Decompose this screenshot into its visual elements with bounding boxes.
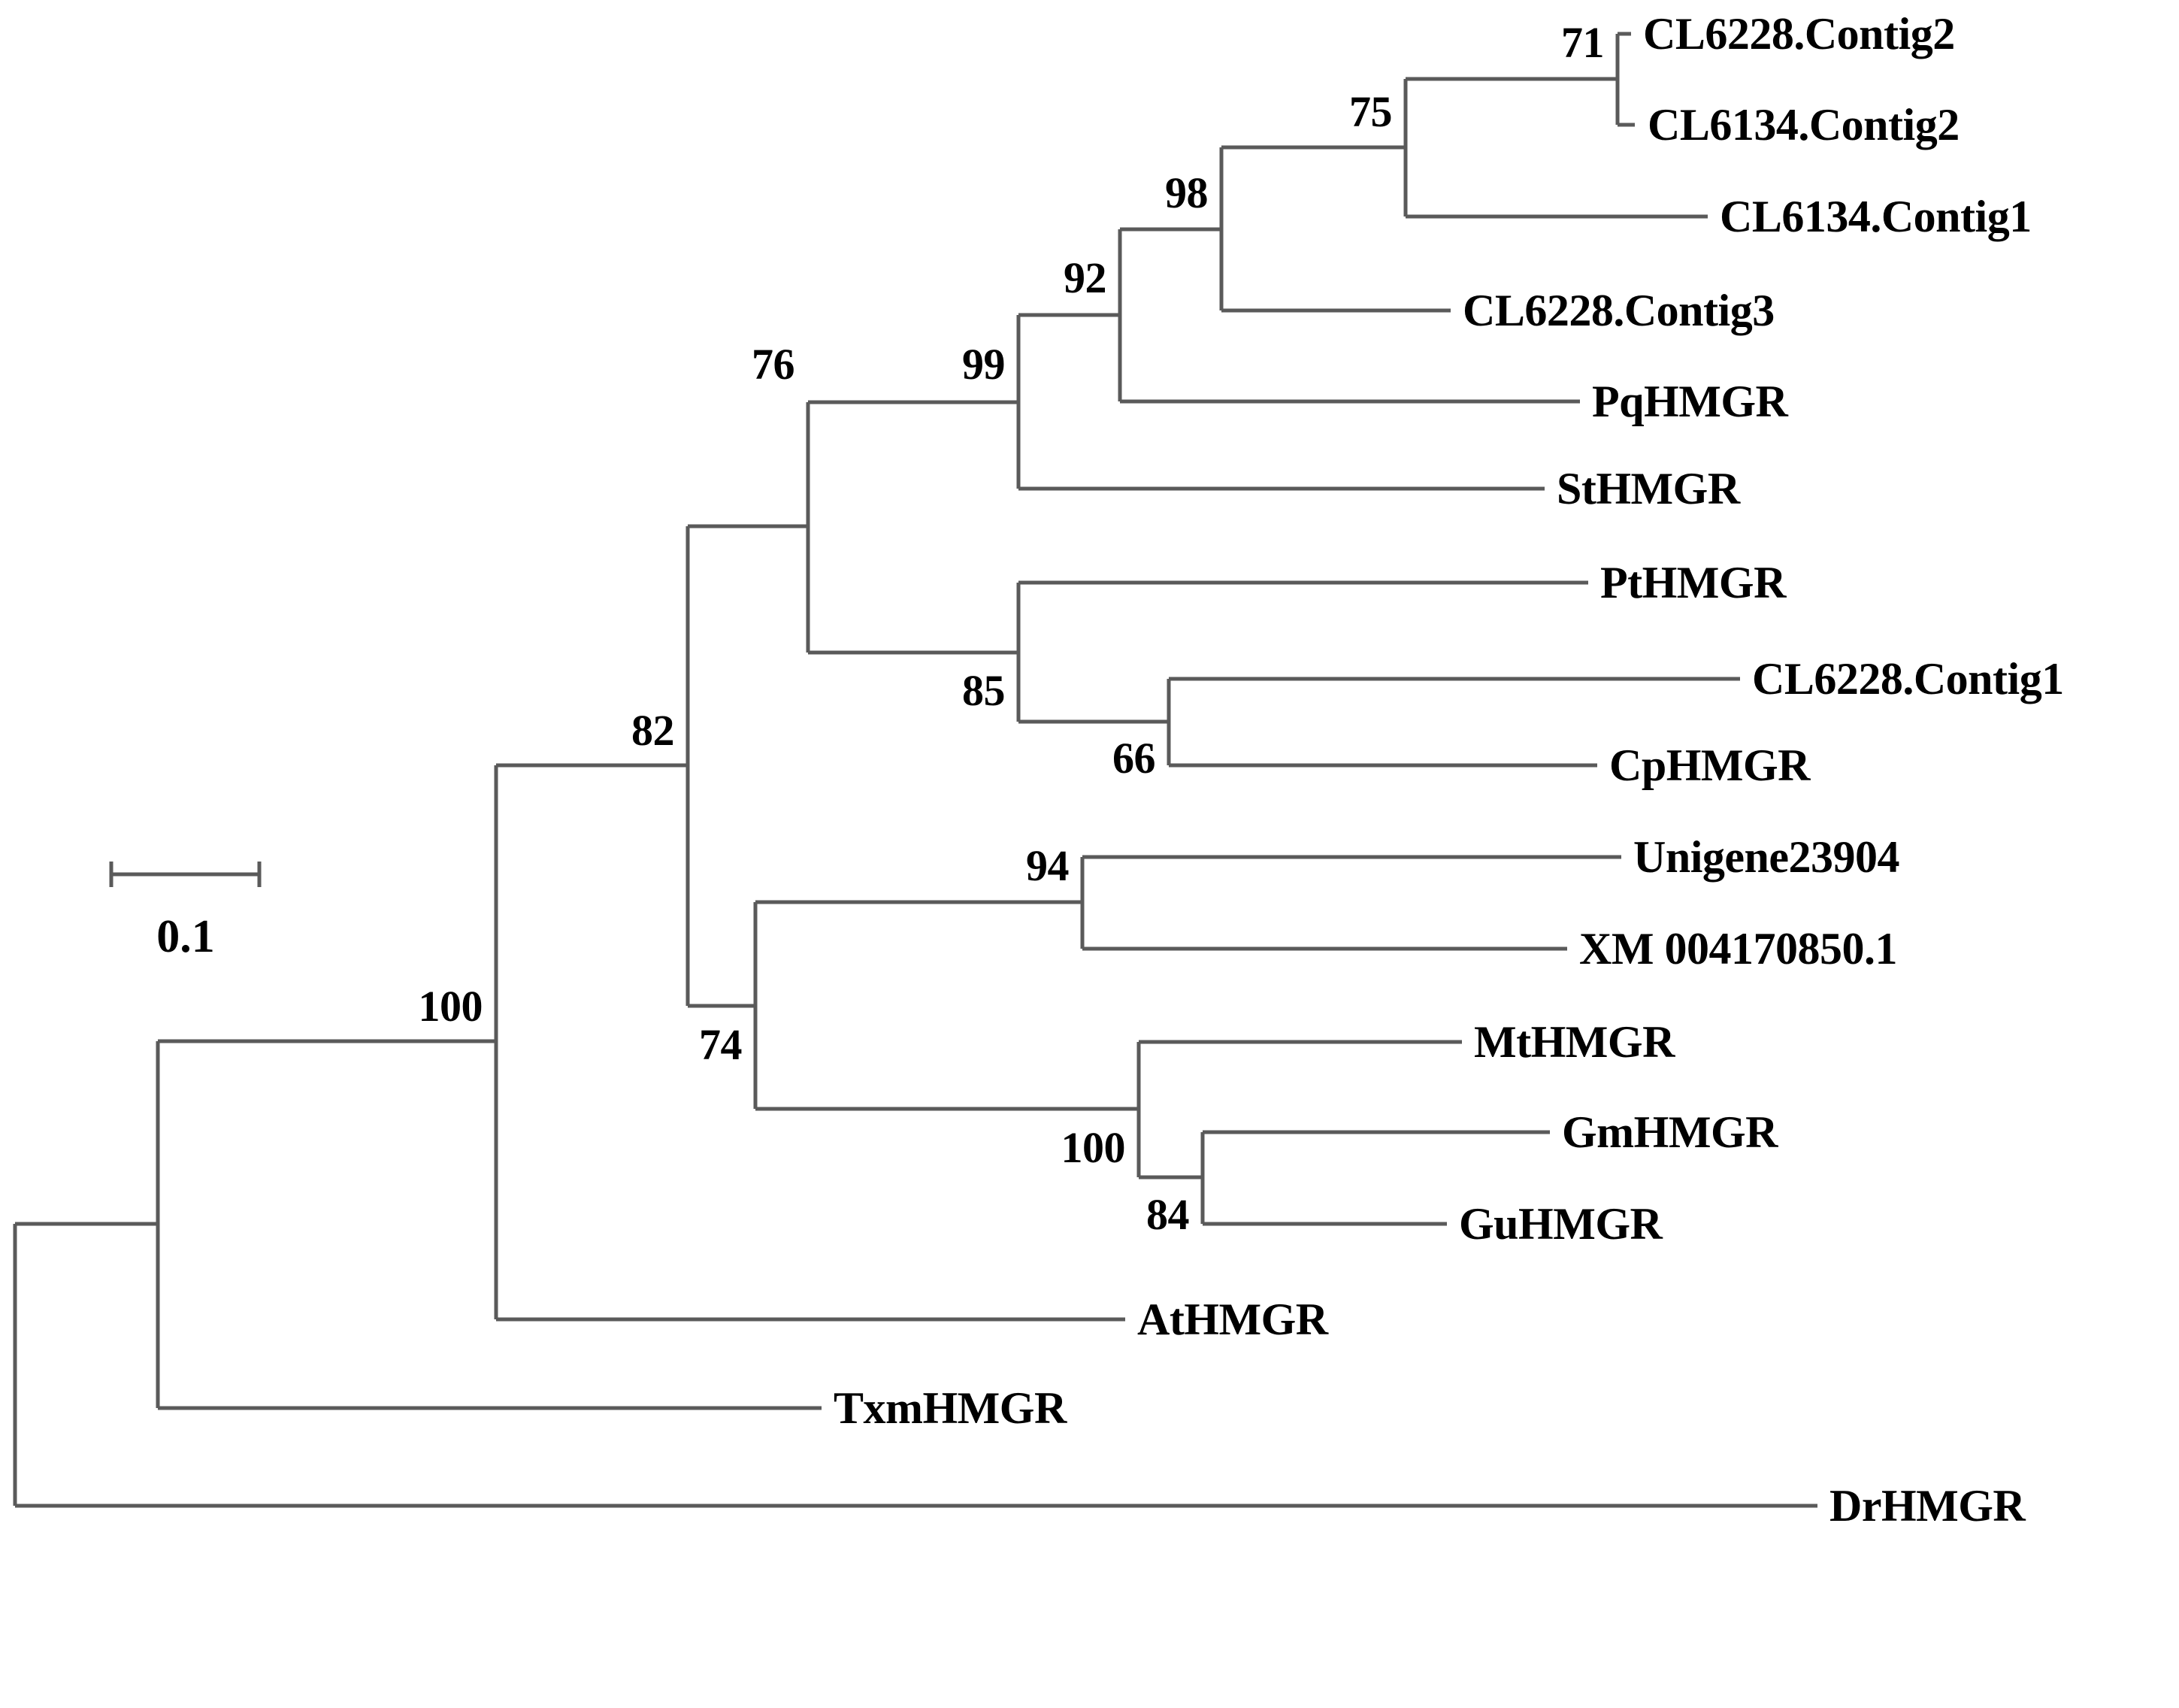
tip-label-GuHMGR: GuHMGR bbox=[1459, 1199, 1663, 1249]
tip-label-CL6134.Contig2: CL6134.Contig2 bbox=[1648, 100, 1960, 150]
tip-label-TxmHMGR: TxmHMGR bbox=[834, 1383, 1067, 1433]
bootstrap-node-92: 92 bbox=[1064, 253, 1107, 302]
bootstrap-node-76: 76 bbox=[752, 340, 795, 389]
tip-label-GmHMGR: GmHMGR bbox=[1562, 1107, 1778, 1157]
tip-label-StHMGR: StHMGR bbox=[1557, 464, 1740, 513]
scale-bar-label: 0.1 bbox=[156, 911, 215, 962]
bootstrap-node-100b: 100 bbox=[1061, 1123, 1126, 1172]
tip-label-PqHMGR: PqHMGR bbox=[1592, 377, 1788, 426]
tip-label-CpHMGR: CpHMGR bbox=[1609, 740, 1811, 790]
tip-label-PtHMGR: PtHMGR bbox=[1600, 558, 1786, 607]
tip-label-Unigene23904: Unigene23904 bbox=[1633, 832, 1900, 882]
bootstrap-node-99: 99 bbox=[962, 340, 1006, 389]
bootstrap-node-100a: 100 bbox=[418, 982, 483, 1031]
bootstrap-node-75: 75 bbox=[1349, 87, 1393, 136]
tip-label-AtHMGR: AtHMGR bbox=[1137, 1295, 1328, 1344]
tip-label-CL6228.Contig2: CL6228.Contig2 bbox=[1643, 9, 1955, 59]
bootstrap-node-82: 82 bbox=[631, 706, 675, 755]
bootstrap-node-66: 66 bbox=[1112, 734, 1156, 783]
bootstrap-node-85: 85 bbox=[962, 666, 1006, 715]
bootstrap-node-84: 84 bbox=[1146, 1190, 1190, 1239]
tip-label-CL6228.Contig3: CL6228.Contig3 bbox=[1463, 286, 1775, 335]
bootstrap-node-98: 98 bbox=[1165, 168, 1209, 217]
tip-label-CL6134.Contig1: CL6134.Contig1 bbox=[1720, 192, 2032, 241]
tip-label-MtHMGR: MtHMGR bbox=[1474, 1017, 1675, 1067]
tip-label-DrHMGR: DrHMGR bbox=[1829, 1481, 2026, 1531]
bootstrap-node-94: 94 bbox=[1026, 841, 1070, 890]
tip-label-XM004170850.1: XM 004170850.1 bbox=[1579, 924, 1897, 974]
tip-label-CL6228.Contig1: CL6228.Contig1 bbox=[1752, 654, 2064, 704]
bootstrap-node-71: 71 bbox=[1561, 18, 1605, 67]
bootstrap-node-74: 74 bbox=[699, 1020, 743, 1069]
